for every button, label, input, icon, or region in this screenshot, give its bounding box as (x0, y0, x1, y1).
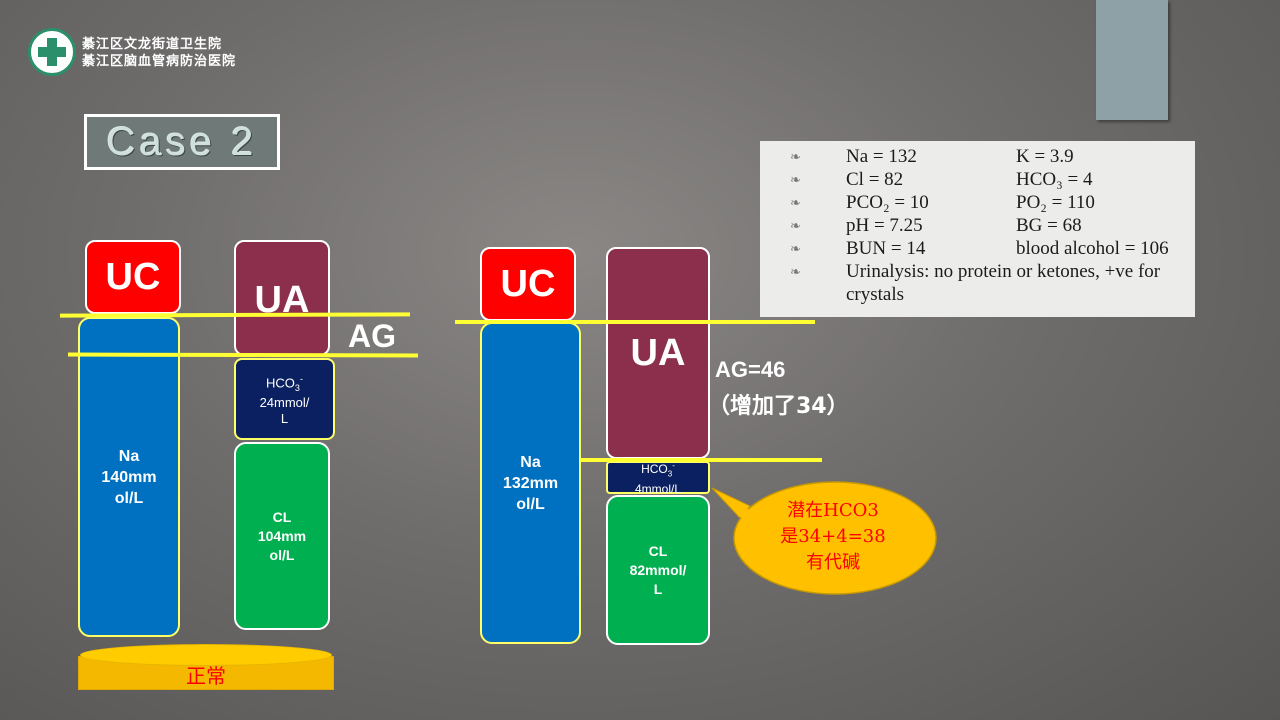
bullet-icon: ❧ (790, 264, 801, 279)
cl-block-case: CL 82mmol/ L (606, 495, 710, 645)
hospital-cross-icon-bar (38, 47, 66, 57)
cl-unit: L (653, 580, 663, 597)
lab-value: HCO₃ = 4 (1016, 169, 1093, 190)
decorative-rectangle (1096, 0, 1168, 120)
cl-label: CL (272, 508, 292, 525)
cl-label: CL (648, 542, 668, 559)
ag-increase-note: （增加了34） (708, 394, 849, 419)
ag-label-normal: AG (348, 318, 396, 354)
cl-block-normal: CL 104mm ol/L (234, 442, 330, 630)
na-block-case: Na 132mm ol/L (480, 322, 581, 644)
lab-row: ❧ Cl = 82 HCO₃ = 4 (760, 169, 1195, 192)
lab-value: Na = 132 (846, 146, 917, 167)
bullet-icon: ❧ (790, 195, 801, 210)
callout-text: 潜在HCO3 是34+4=38 有代碱 (735, 498, 931, 576)
ua-block-normal: UA (234, 240, 330, 356)
org-name-line2: 綦江区脑血管病防治医院 (82, 54, 237, 69)
na-label: Na (520, 453, 541, 471)
uc-block-normal: UC (85, 240, 181, 314)
lab-row: ❧ Urinalysis: no protein or ketones, +ve… (760, 261, 1195, 284)
hospital-logo (28, 28, 76, 76)
hco3-unit: L (280, 411, 289, 427)
lab-values-panel: ❧ Na = 132 K = 3.9 ❧ Cl = 82 HCO₃ = 4 ❧ … (760, 141, 1195, 317)
na-block-normal: Na 140mm ol/L (78, 317, 180, 637)
lab-value: BUN = 14 (846, 238, 926, 259)
lab-row: crystals (760, 284, 1195, 307)
lab-value: blood alcohol = 106 (1016, 238, 1169, 259)
callout-line: 有代碱 (806, 552, 860, 573)
cl-value: 82mmol/ (629, 561, 687, 578)
na-unit: ol/L (516, 495, 545, 513)
na-value: 132mm (502, 474, 559, 492)
callout-bubble (711, 481, 937, 595)
callout-line: 潜在HCO3 (787, 500, 879, 521)
lab-value: K = 3.9 (1016, 146, 1074, 167)
lab-value: crystals (846, 284, 905, 305)
ag-value-case: AG=46 (715, 357, 786, 382)
na-label: Na (118, 447, 140, 465)
normal-label: 正常 (186, 664, 226, 688)
anion-gap-top-line (59, 312, 411, 318)
bullet-icon: ❧ (790, 172, 801, 187)
cl-unit: ol/L (269, 546, 295, 563)
hco3-block-case: HCO3- 4mmol/L (606, 461, 710, 496)
lab-value: Cl = 82 (846, 169, 904, 190)
na-unit: ol/L (114, 489, 144, 507)
hco3-label: HCO3- (641, 461, 675, 479)
bullet-icon: ❧ (790, 149, 801, 164)
case-title: Case 2 (84, 114, 280, 170)
lab-row: ❧ BUN = 14 blood alcohol = 106 (760, 238, 1195, 261)
bullet-icon: ❧ (790, 218, 801, 233)
hco3-label: HCO3- (266, 373, 303, 393)
hco3-block-normal: HCO3- 24mmol/ L (234, 358, 335, 440)
lab-row: ❧ Na = 132 K = 3.9 (760, 146, 1195, 169)
bullet-icon: ❧ (790, 241, 801, 256)
ua-block-case: UA (606, 247, 710, 459)
lab-value: pH = 7.25 (846, 215, 923, 236)
lab-value: PCO₂ = 10 (846, 192, 929, 213)
lab-row: ❧ pH = 7.25 BG = 68 (760, 215, 1195, 238)
lab-row: ❧ PCO₂ = 10 PO₂ = 110 (760, 192, 1195, 215)
lab-value: Urinalysis: no protein or ketones, +ve f… (846, 261, 1161, 282)
uc-block-case: UC (480, 247, 576, 321)
anion-gap-top-line (455, 320, 815, 324)
lab-value: PO₂ = 110 (1016, 192, 1095, 213)
hco3-value: 24mmol/ (259, 395, 310, 411)
normal-base-top (80, 644, 332, 666)
org-name-line1: 綦江区文龙街道卫生院 (82, 37, 223, 52)
callout-line: 是34+4=38 (780, 526, 886, 547)
cl-value: 104mm (257, 527, 307, 544)
lab-value: BG = 68 (1016, 215, 1082, 236)
na-value: 140mm (101, 468, 157, 486)
hco3-value: 4mmol/L (634, 481, 681, 496)
anion-gap-bottom-line (580, 458, 822, 462)
